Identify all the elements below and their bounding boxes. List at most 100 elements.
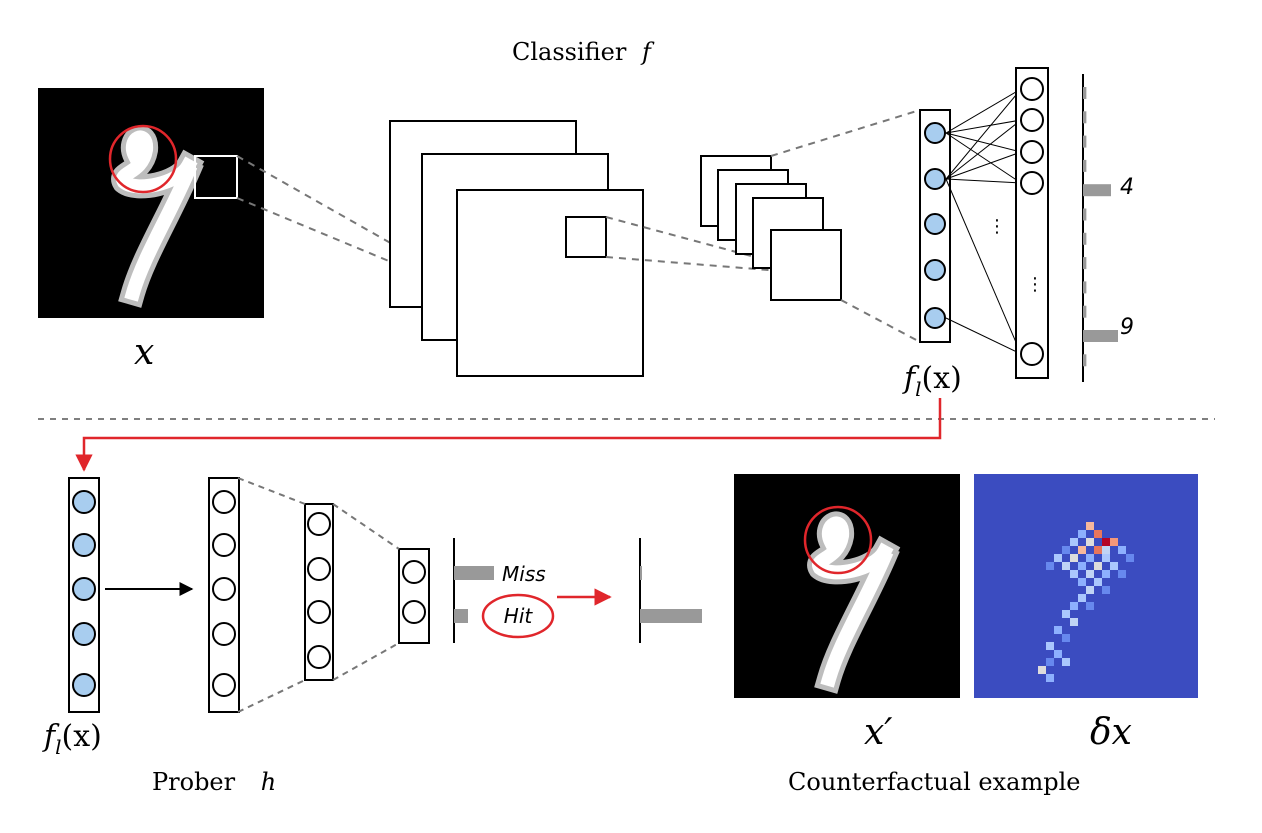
heatmap-cell xyxy=(1062,634,1070,642)
classifier-title: Classifier f xyxy=(512,38,655,66)
neuron xyxy=(72,533,96,557)
prober-layer-3 xyxy=(398,548,430,644)
fc-connections xyxy=(945,88,1022,355)
input-digit-image xyxy=(38,88,264,318)
heatmap-cell xyxy=(1110,562,1118,570)
neuron xyxy=(1020,77,1044,101)
projection-line xyxy=(770,109,921,157)
heatmap-cell xyxy=(1086,522,1094,530)
output-bar xyxy=(1083,87,1087,99)
heatmap-cell xyxy=(1078,578,1086,586)
counterfactual-image xyxy=(734,474,960,698)
output-bars xyxy=(1083,87,1118,367)
fc-edge xyxy=(945,132,1022,184)
input-label: x xyxy=(134,332,154,373)
heatmap-cell xyxy=(1078,562,1086,570)
heatmap-cell xyxy=(1062,562,1070,570)
neuron xyxy=(212,622,236,646)
heatmap-cell xyxy=(1094,530,1102,538)
neuron xyxy=(307,557,331,581)
neuron xyxy=(307,600,331,624)
heatmap-cell xyxy=(1094,562,1102,570)
neuron xyxy=(924,213,946,235)
heatmap-cell xyxy=(1118,546,1126,554)
neuron xyxy=(402,600,426,624)
heatmap-cell xyxy=(1054,650,1062,658)
heatmap-cell xyxy=(1038,666,1046,674)
neuron xyxy=(924,259,946,281)
feature-layer-bottom xyxy=(68,477,100,713)
heatmap-cell xyxy=(1102,538,1110,546)
heatmap-cell xyxy=(1102,554,1110,562)
neuron xyxy=(924,122,946,144)
output-bar xyxy=(1083,305,1087,318)
projection-line xyxy=(332,642,400,681)
output-bar xyxy=(1083,184,1111,197)
heatmap-cell xyxy=(1054,554,1062,562)
heatmap-cell xyxy=(1110,538,1118,546)
heatmap-cell xyxy=(1046,674,1054,682)
output-bar xyxy=(1083,281,1087,294)
prober-title: Prober h xyxy=(152,768,276,796)
projection-line xyxy=(237,477,306,505)
projection-line xyxy=(840,299,921,343)
class-label-4: 4 xyxy=(1120,175,1134,200)
fc-edge xyxy=(945,119,1022,134)
heatmap-cell xyxy=(1054,626,1062,634)
conv-feature-maps-large xyxy=(389,120,644,377)
fc-edge xyxy=(945,132,1022,153)
neuron xyxy=(72,622,96,646)
heatmap-cell xyxy=(1086,538,1094,546)
heatmap-cell xyxy=(1102,546,1110,554)
prediction-bar xyxy=(640,566,642,580)
neuron xyxy=(924,307,946,329)
heatmap-cell xyxy=(1046,642,1054,650)
digit-strokes xyxy=(111,125,205,308)
heatmap-cell xyxy=(1078,546,1086,554)
heatmap-cell xyxy=(1094,578,1102,586)
fc-edge xyxy=(945,119,1022,180)
kernel-box xyxy=(565,216,607,258)
miss-label: Miss xyxy=(502,562,546,586)
heatmap-cell xyxy=(1046,658,1054,666)
perturbation-heatmap xyxy=(974,474,1198,698)
classifier-symbol: f xyxy=(640,38,655,66)
after-bars xyxy=(640,566,702,623)
fc-edge xyxy=(945,151,1022,180)
delta-label: δx xyxy=(1090,712,1132,753)
output-bar xyxy=(1083,208,1087,221)
feature-label-top: fl(x) xyxy=(902,361,962,401)
ellipsis-dots: ⋮ xyxy=(1026,274,1044,295)
neuron xyxy=(72,673,96,697)
prober-layer-1 xyxy=(208,477,240,713)
fc-edge xyxy=(945,88,1022,180)
fc-edge xyxy=(945,88,1022,134)
heatmap-cell xyxy=(1078,530,1086,538)
heatmap-cell xyxy=(1078,594,1086,602)
heatmap-cell xyxy=(1070,570,1078,578)
heatmap-cell xyxy=(1126,554,1134,562)
neuron xyxy=(1020,108,1044,132)
projection-line xyxy=(237,679,306,713)
projection-line xyxy=(605,256,819,275)
fc-edge xyxy=(945,317,1022,355)
ellipsis-dots: ⋮ xyxy=(988,216,1006,237)
hit-label: Hit xyxy=(504,604,534,628)
fc-edge xyxy=(945,178,1022,355)
output-bar xyxy=(1083,232,1087,245)
hit-highlight xyxy=(481,593,555,639)
counterfactual-label: x′ xyxy=(864,712,892,753)
output-bar xyxy=(1083,354,1087,367)
neuron xyxy=(1020,140,1044,164)
heatmap-cell xyxy=(1094,546,1102,554)
neuron xyxy=(307,512,331,536)
prober-layer-2 xyxy=(304,503,334,681)
neuron xyxy=(72,490,96,514)
counterfactual-caption: Counterfactual example xyxy=(788,768,1080,796)
heatmap-cell xyxy=(1062,610,1070,618)
output-bar xyxy=(1083,330,1118,342)
output-layer xyxy=(1015,67,1049,379)
neuron xyxy=(212,533,236,557)
heatmap-cell xyxy=(1062,546,1070,554)
